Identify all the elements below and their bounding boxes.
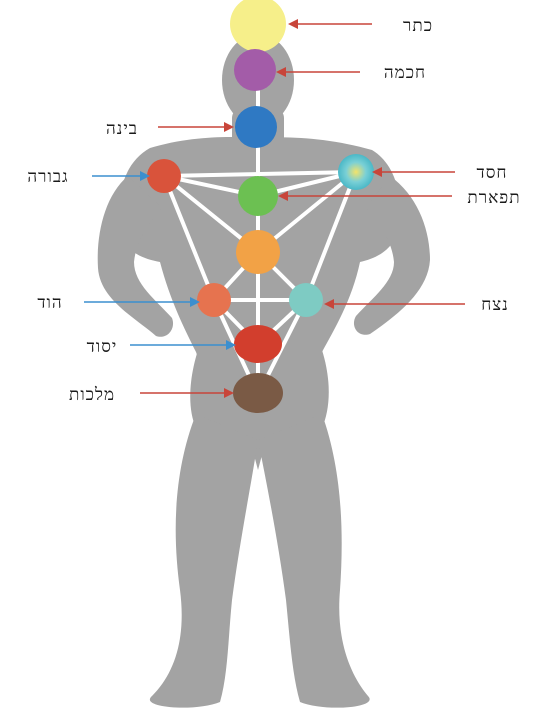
node-binah	[235, 106, 277, 148]
label-chokhmah: חכמה	[384, 63, 426, 83]
node-chesed	[338, 154, 374, 190]
node-gevurah	[147, 159, 181, 193]
label-binah: בינה	[106, 119, 138, 139]
node-center	[236, 230, 280, 274]
node-chokhmah	[234, 49, 276, 91]
node-malkhut	[233, 373, 283, 413]
label-tiferet: תפארת	[467, 188, 520, 208]
node-yesod	[234, 325, 282, 363]
label-chesed: חסד	[477, 163, 508, 183]
label-hod: הוד	[37, 293, 62, 313]
label-gevurah: גבורה	[27, 167, 68, 187]
label-keter: כתר	[403, 16, 433, 36]
left-leg	[150, 414, 258, 708]
label-yesod: יסוד	[87, 337, 118, 357]
node-netzach	[289, 283, 323, 317]
node-tiferet	[238, 176, 278, 216]
label-netzach: נצח	[481, 295, 509, 315]
label-malkhut: מלכות	[69, 385, 115, 405]
right-leg	[258, 414, 370, 708]
node-hod	[197, 283, 231, 317]
